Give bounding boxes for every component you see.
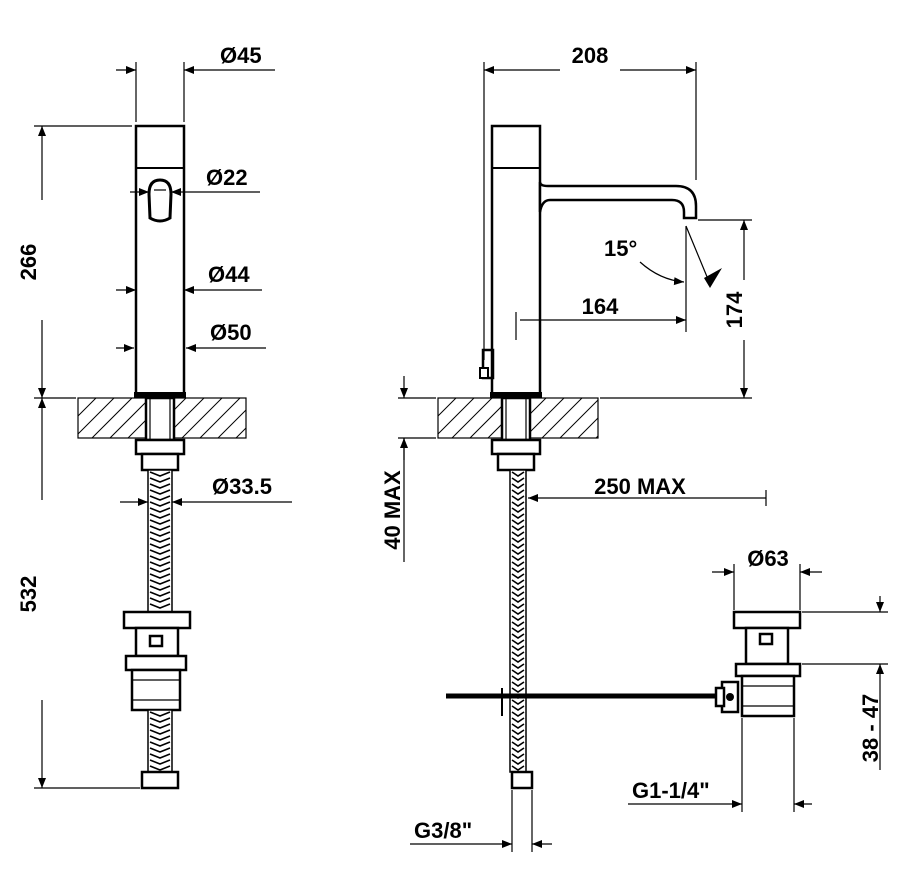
label-d22: Ø22 [206, 165, 248, 190]
dim-532: 532 [16, 398, 140, 789]
label-38-47: 38 - 47 [858, 694, 883, 763]
faucet-body-side [490, 124, 542, 396]
dim-d22: Ø22 [130, 165, 260, 196]
dim-d63: Ø63 [712, 546, 822, 610]
label-250-max: 250 MAX [594, 474, 686, 499]
label-15deg: 15° [604, 236, 637, 261]
dim-d33-5: Ø33.5 [120, 474, 292, 506]
label-164: 164 [582, 294, 619, 319]
dim-38-47: 38 - 47 [802, 596, 888, 770]
front-view: Ø45 Ø22 Ø44 Ø50 266 [16, 43, 292, 790]
dim-40-max: 40 MAX [380, 376, 436, 562]
dim-angle-15: 15° [604, 225, 722, 332]
label-40-max: 40 MAX [380, 470, 405, 550]
label-g1-1-4: G1-1/4" [632, 778, 710, 803]
label-d44: Ø44 [208, 262, 250, 287]
hose-left-lower [147, 709, 173, 773]
label-266: 266 [16, 244, 41, 281]
label-208: 208 [572, 43, 609, 68]
label-g3-8: G3/8" [414, 818, 472, 843]
hose-right [509, 469, 527, 773]
dim-208: 208 [483, 43, 697, 360]
dim-d44: Ø44 [116, 262, 262, 294]
side-view: 208 15° 164 174 [380, 43, 888, 852]
lever-icon [147, 178, 173, 223]
dim-174: 174 [600, 219, 752, 399]
dim-266: 266 [16, 125, 132, 399]
drain-assembly [714, 610, 802, 718]
dim-g3-8: G3/8" [410, 790, 552, 852]
dim-164: 164 [515, 294, 686, 340]
dim-g1-1-4: G1-1/4" [628, 718, 812, 812]
spout [538, 181, 698, 220]
dim-250-max: 250 MAX [528, 474, 767, 506]
label-532: 532 [16, 576, 41, 613]
label-d63: Ø63 [747, 546, 789, 571]
faucet-body-front [134, 124, 186, 396]
label-174: 174 [722, 291, 747, 328]
hose-left [147, 469, 173, 613]
dim-d45: Ø45 [116, 43, 275, 122]
label-d50: Ø50 [210, 320, 252, 345]
dim-d50: Ø50 [116, 320, 266, 352]
label-d33-5: Ø33.5 [212, 474, 272, 499]
label-d45: Ø45 [220, 43, 262, 68]
